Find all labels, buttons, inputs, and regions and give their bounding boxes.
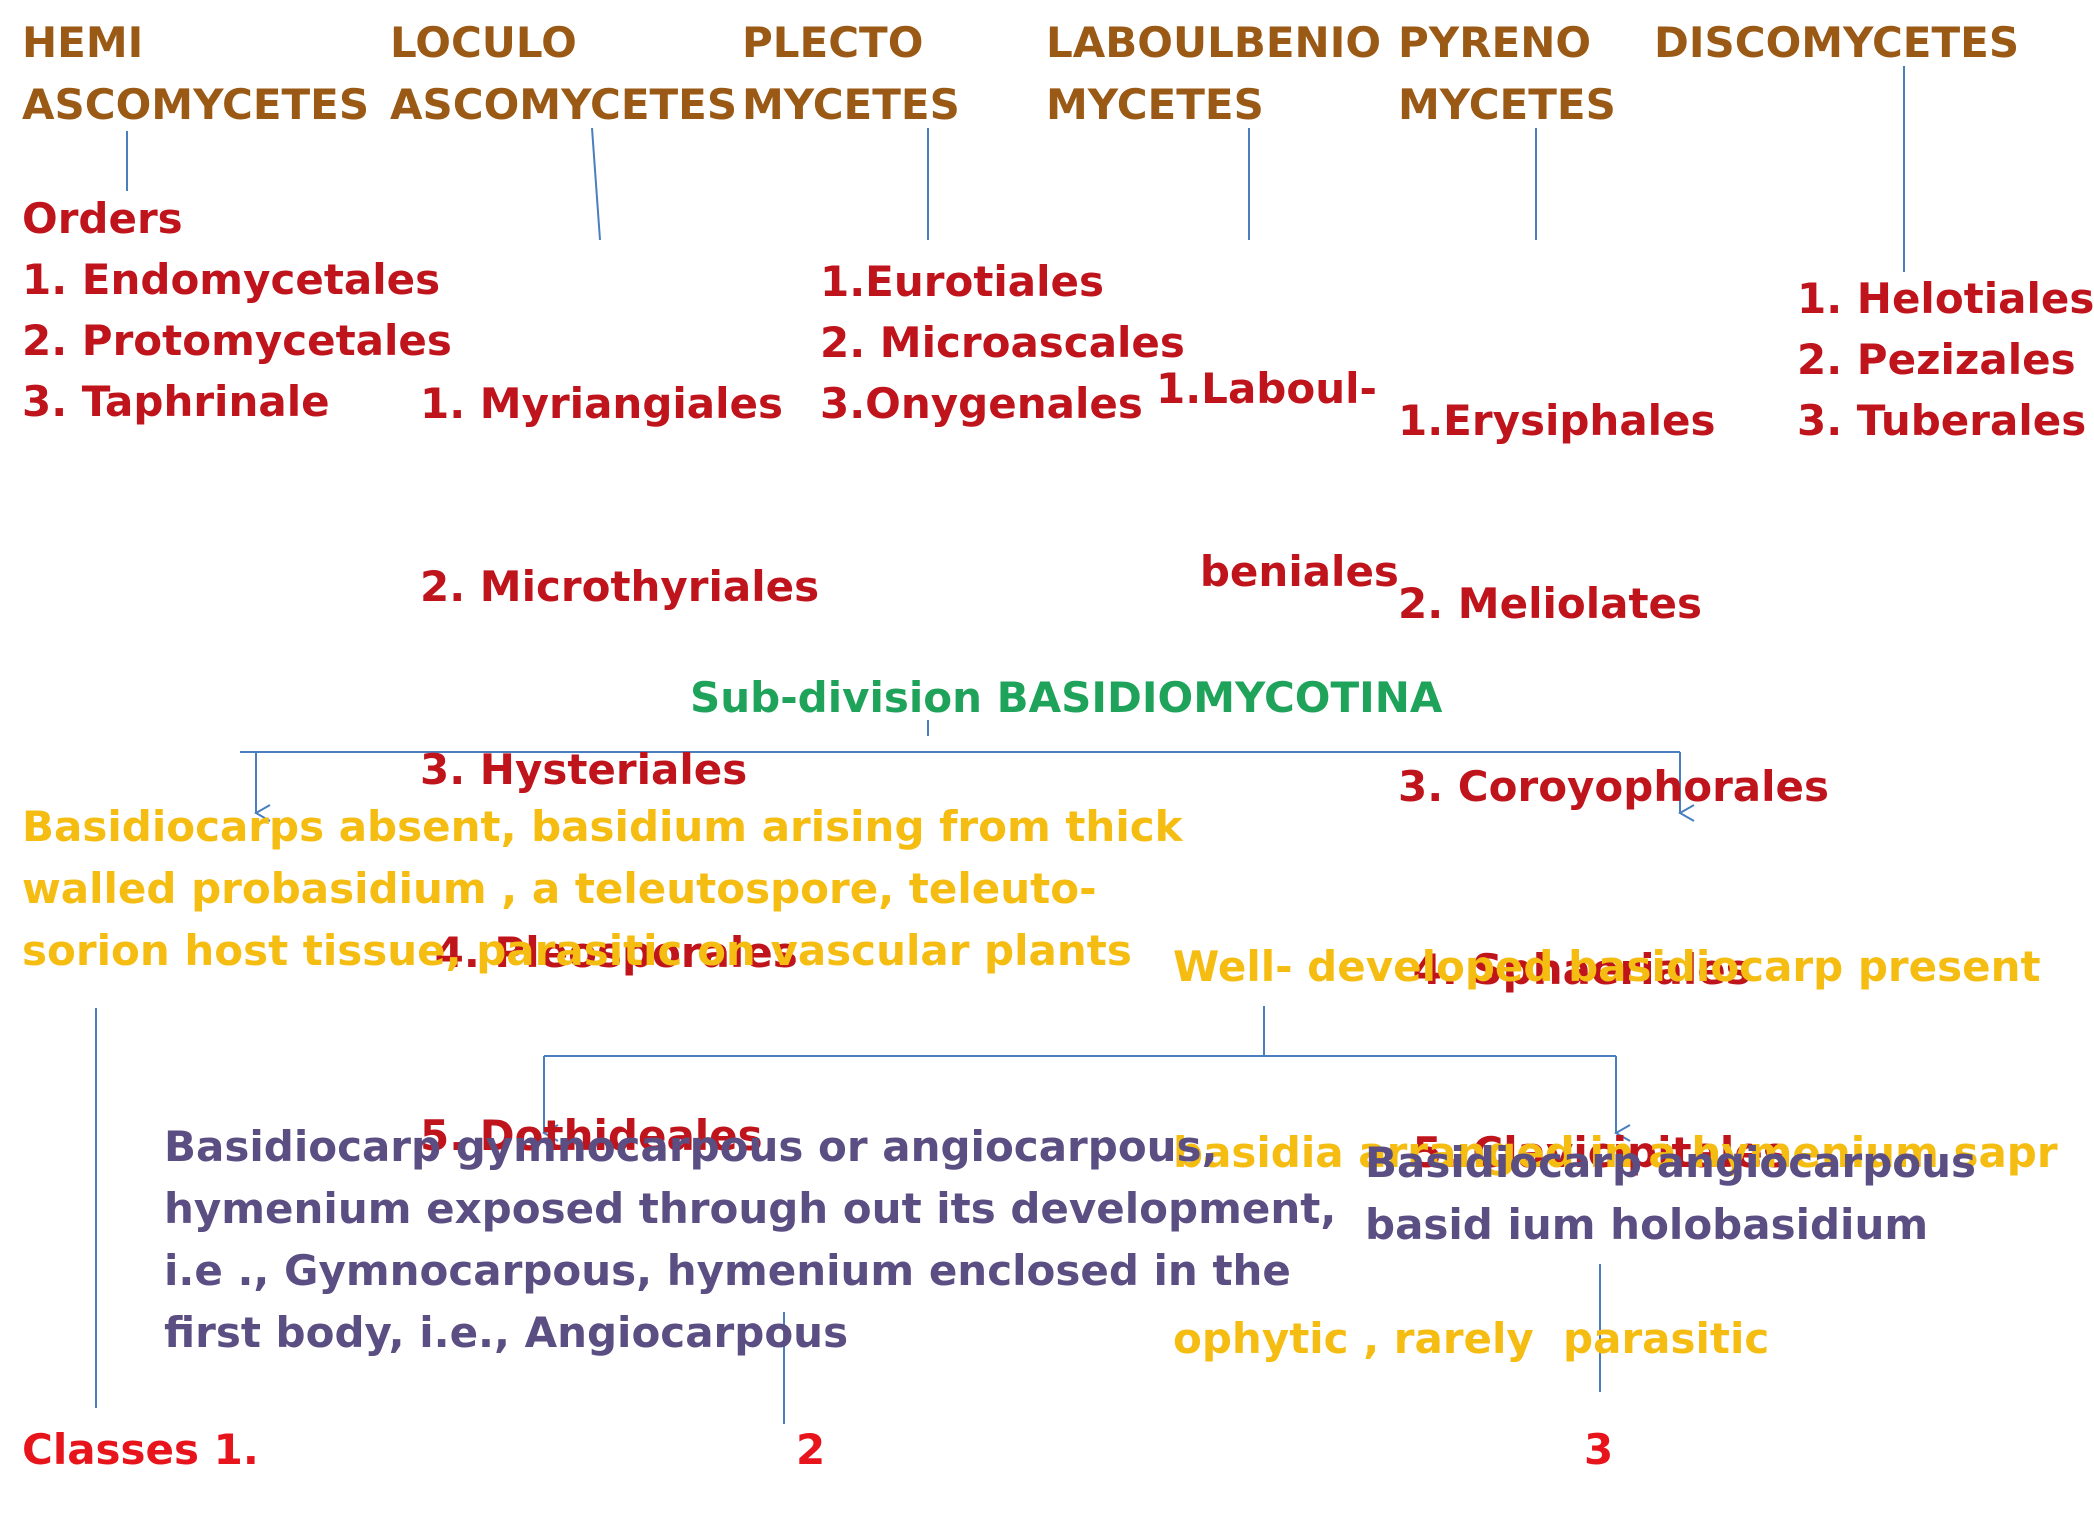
right-branch-description: Well- developed basidiocarp present basi… [1173, 942, 2058, 1363]
list-item: 1.Erysiphales [1398, 396, 1716, 445]
list-item: 4. Pleosporales [420, 928, 798, 977]
header-plectomycetes: PLECTO MYCETES [742, 18, 960, 129]
orders-loculoascomycetes: 1. Myriangiales 2. Microthyriales 3. Hys… [420, 251, 819, 1227]
orders-hemiascomycetes: Orders 1. Endomycetales 2. Protomycetale… [22, 188, 452, 432]
header-hemiascomycetes: HEMI ASCOMYCETES [22, 18, 370, 129]
orders-laboulbeniomycetes: 1.Laboul- beniales [1156, 236, 1399, 663]
list-item: 1.Laboul- [1156, 364, 1377, 413]
list-item: 3. Tuberales [1797, 396, 2087, 445]
left-branch-description: Basidiocarps absent, basidium arising fr… [22, 802, 1183, 975]
list-item: 4. Sphaeriales [1398, 945, 1751, 994]
list-item: 1. Myriangiales [420, 379, 784, 428]
list-item: beniales [1156, 547, 1399, 596]
sub-left-description: Basidiocarp gymnocarpous or angiocarpous… [164, 1122, 1337, 1357]
class-label-1: Classes 1. [22, 1425, 259, 1474]
list-item: 3. Taphrinale [22, 377, 330, 426]
class-label-2: 2 [796, 1425, 826, 1474]
list-item: 3.Onygenales [820, 379, 1143, 428]
list-item: 2. Microascales [820, 318, 1185, 367]
connector-lines [95, 66, 1905, 1424]
list-item: 2. Meliolates [1398, 579, 1703, 628]
orders-discomycetes: 1. Helotiales 2. Pezizales 3. Tuberales [1797, 268, 2094, 451]
header-loculoascomycetes: LOCULO ASCOMYCETES [390, 18, 738, 129]
sub-right-description: Basidiocarp angiocarpous basid ium holob… [1365, 1138, 1977, 1249]
list-item: 5. Clavicipitales [1398, 1128, 1788, 1177]
orders-plectomycetes: 1.Eurotiales 2. Microascales 3.Onygenale… [820, 251, 1185, 434]
header-laboulbeniomycetes: LABOULBENIO MYCETES [1046, 18, 1382, 129]
orders-heading: Orders [22, 194, 183, 243]
list-item: 2. Pezizales [1797, 335, 2076, 384]
list-item: 3. Hysteriales [420, 745, 748, 794]
list-item: 1. Endomycetales [22, 255, 441, 304]
list-item: 3. Coroyophorales [1398, 762, 1830, 811]
loculo-connector [591, 127, 601, 241]
header-discomycetes: DISCOMYCETES [1654, 18, 2020, 67]
class-label-3: 3 [1584, 1425, 1614, 1474]
list-item: 2. Microthyriales [420, 562, 820, 611]
subdivision-title: Sub-division BASIDIOMYCOTINA [690, 673, 1443, 722]
list-item: 1.Eurotiales [820, 257, 1105, 306]
list-item: 5. Dothideales [420, 1111, 763, 1160]
list-item: 2. Protomycetales [22, 316, 452, 365]
header-pyrenomycetes: PYRENO MYCETES [1398, 18, 1616, 129]
list-item: 1. Helotiales [1797, 274, 2094, 323]
orders-pyrenomycetes: 1.Erysiphales 2. Meliolates 3. Coroyopho… [1398, 268, 1829, 1244]
